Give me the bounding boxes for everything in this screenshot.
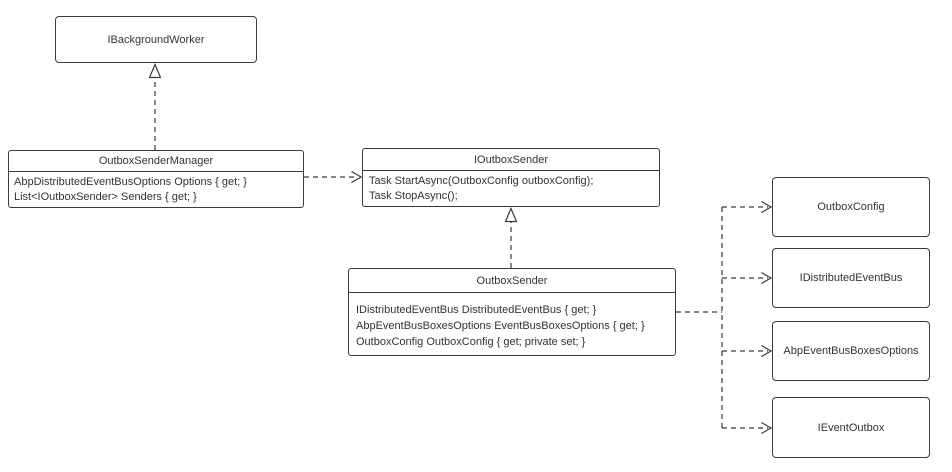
- dependency-outboxsender-idistributedeventbus: [722, 271, 773, 285]
- class-node-outboxsendermanager: OutboxSenderManager AbpDistributedEventB…: [8, 150, 304, 208]
- class-members: AbpDistributedEventBusOptions Options { …: [9, 172, 303, 208]
- member-line: IDistributedEventBus DistributedEventBus…: [356, 304, 597, 316]
- class-name: IDistributedEventBus: [799, 272, 903, 284]
- class-node-ioutboxsender: IOutboxSender Task StartAsync(OutboxConf…: [362, 148, 660, 207]
- class-node-outboxconfig: OutboxConfig: [772, 177, 930, 237]
- member-line: AbpEventBusBoxesOptions EventBusBoxesOpt…: [356, 320, 645, 332]
- class-node-ieventoutbox: IEventOutbox: [772, 397, 930, 458]
- class-node-ibackgroundworker: IBackgroundWorker: [55, 16, 257, 63]
- class-node-outboxsender: OutboxSender IDistributedEventBus Distri…: [348, 268, 676, 356]
- class-node-abpeventbusboxesoptions: AbpEventBusBoxesOptions: [772, 321, 930, 381]
- class-name: OutboxSender: [349, 269, 675, 293]
- class-name: IBackgroundWorker: [107, 33, 205, 46]
- class-name: OutboxConfig: [817, 201, 885, 213]
- class-name: OutboxSenderManager: [9, 151, 303, 172]
- dependency-outboxsendermanager-ioutboxsender: [304, 170, 363, 184]
- realization-outboxsender-ioutboxsender: [504, 206, 518, 268]
- member-line: Task StopAsync();: [369, 190, 458, 202]
- class-members: Task StartAsync(OutboxConfig outboxConfi…: [363, 171, 659, 207]
- member-line: AbpDistributedEventBusOptions Options { …: [14, 176, 247, 188]
- class-node-idistributedeventbus: IDistributedEventBus: [772, 248, 930, 308]
- class-name: IOutboxSender: [363, 149, 659, 171]
- member-line: List<IOutboxSender> Senders { get; }: [14, 191, 197, 203]
- class-name: AbpEventBusBoxesOptions: [783, 345, 919, 357]
- dependency-trunk-outboxsender: [676, 207, 723, 428]
- class-name: IEventOutbox: [817, 421, 885, 434]
- member-line: Task StartAsync(OutboxConfig outboxConfi…: [369, 175, 594, 187]
- dependency-outboxsender-abpeventbusboxesoptions: [722, 344, 773, 358]
- member-line: OutboxConfig OutboxConfig { get; private…: [356, 336, 586, 348]
- dependency-outboxsender-ieventoutbox: [722, 421, 773, 435]
- dependency-outboxsender-outboxconfig: [722, 200, 773, 214]
- realization-outboxsendermanager-ibackgroundworker: [148, 62, 162, 150]
- class-members: IDistributedEventBus DistributedEventBus…: [349, 293, 675, 350]
